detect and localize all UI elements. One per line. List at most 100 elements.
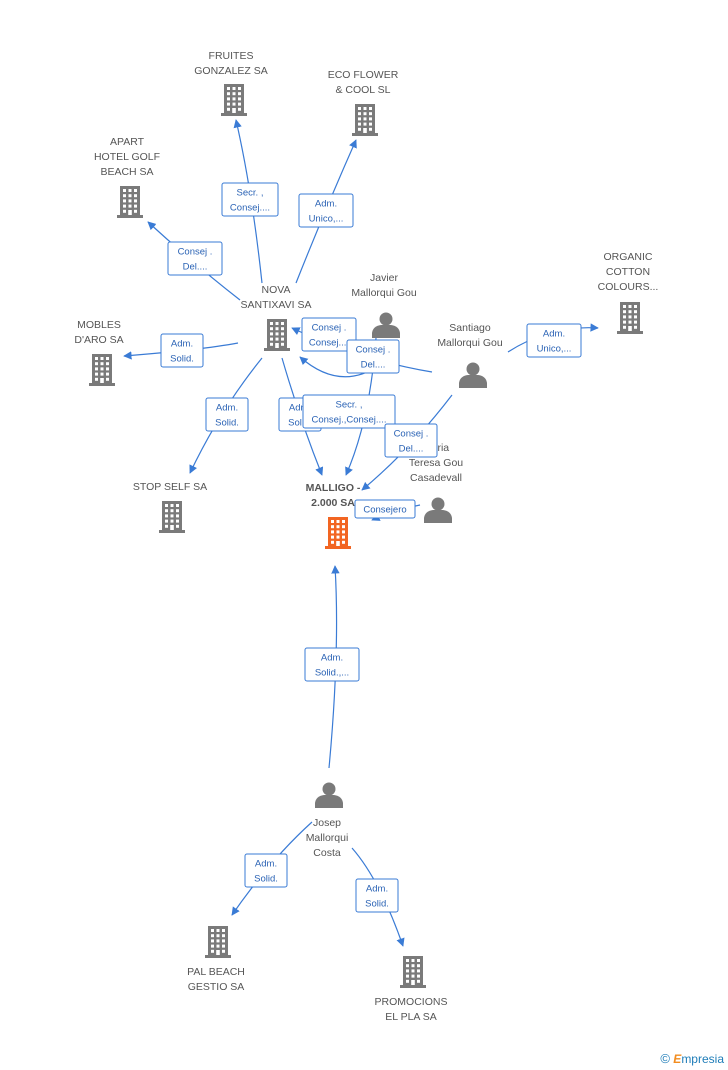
edge-label-text: Consej.... <box>309 338 349 349</box>
edge-label-box <box>304 647 360 682</box>
edge-label-text: Consej . <box>394 429 429 440</box>
node-label: BEACH SA <box>100 166 153 178</box>
edge-label-e13[interactable]: Adm.Solid.,... <box>304 647 360 682</box>
node-label: Mallorqui Gou <box>351 287 417 299</box>
edge-label-box <box>221 182 279 217</box>
edge-label-text: Adm. <box>216 403 238 414</box>
edge-label-box <box>301 317 357 352</box>
edge-label-text: Consej . <box>312 323 347 334</box>
node-fruites[interactable]: FRUITES GONZALEZ SA <box>194 50 268 116</box>
empresia-watermark[interactable]: © Empresia <box>660 1051 724 1066</box>
edge-label-box <box>354 499 416 519</box>
edge-label-text: Adm. <box>171 339 193 350</box>
node-label: NOVA <box>262 284 291 296</box>
edge-label-e12[interactable]: Consejero <box>354 499 416 519</box>
node-label: GESTIO SA <box>188 981 245 993</box>
node-label: HOTEL GOLF <box>94 151 160 163</box>
building-icon[interactable] <box>352 104 378 136</box>
node-mobles[interactable]: MOBLES D'ARO SA <box>74 319 124 386</box>
edge-label-text: Solid. <box>170 354 194 365</box>
node-label: STOP SELF SA <box>133 481 207 493</box>
edge-label-text: Del.... <box>183 262 208 273</box>
person-icon[interactable] <box>459 362 487 389</box>
edge-label-text: Unico,... <box>309 214 344 225</box>
node-pal[interactable]: PAL BEACH GESTIO SA <box>187 926 245 993</box>
edge-label-e5[interactable]: Adm.Solid. <box>205 397 249 432</box>
building-icon[interactable] <box>89 354 115 386</box>
edge-label-text: Adm. <box>255 859 277 870</box>
edge-label-e10[interactable]: Adm.Unico,... <box>526 323 582 358</box>
edge-label-text: Consejero <box>363 505 406 516</box>
building-icon[interactable] <box>617 302 643 334</box>
edge-labels-layer: Secr. ,Consej....Adm.Unico,...Consej .De… <box>160 182 582 913</box>
edge-label-e4[interactable]: Adm. Solid. <box>160 333 204 368</box>
brand-rest: mpresia <box>681 1052 724 1066</box>
edge-label-e11[interactable]: Consej .Del.... <box>384 423 438 458</box>
building-icon[interactable] <box>117 186 143 218</box>
node-apart[interactable]: APART HOTEL GOLF BEACH SA <box>94 136 160 218</box>
edge-label-box <box>167 241 223 276</box>
node-label: COTTON <box>606 266 650 278</box>
building-icon[interactable] <box>205 926 231 958</box>
edge-label-e3[interactable]: Consej .Del.... <box>167 241 223 276</box>
edge-label-box <box>384 423 438 458</box>
edge-label-box <box>355 878 399 913</box>
node-label: & COOL SL <box>335 84 390 96</box>
edge-label-text: Consej . <box>356 345 391 356</box>
edge-label-text: Adm. <box>366 884 388 895</box>
node-label: PROMOCIONS <box>375 996 448 1008</box>
node-stop[interactable]: STOP SELF SA <box>133 481 207 533</box>
building-icon[interactable] <box>400 956 426 988</box>
node-label: MOBLES <box>77 319 121 331</box>
node-label: D'ARO SA <box>74 334 123 346</box>
edge-label-text: Solid. <box>288 418 312 429</box>
main-company-building-icon[interactable] <box>325 517 351 549</box>
node-label: Santiago <box>449 322 491 334</box>
edge-label-e15[interactable]: Adm. Solid. <box>355 878 399 913</box>
edge-label-text: Solid. <box>365 899 389 910</box>
edge-label-e14[interactable]: Adm. Solid. <box>244 853 288 888</box>
node-label: Casadevall <box>410 472 462 484</box>
node-label: PAL BEACH <box>187 966 245 978</box>
edge-label-box <box>526 323 582 358</box>
node-label: MALLIGO - <box>306 482 361 494</box>
edge-label-e9[interactable]: Secr. ,Consej.,Consej.... <box>302 394 396 429</box>
edge-label-text: Solid.,... <box>315 668 349 679</box>
building-icon[interactable] <box>264 319 290 351</box>
building-icon[interactable] <box>159 501 185 533</box>
node-label: Javier <box>370 272 399 284</box>
node-label: Teresa Gou <box>409 457 463 469</box>
building-icon[interactable] <box>221 84 247 116</box>
edge-label-text: Solid. <box>254 874 278 885</box>
edge-label-box <box>244 853 288 888</box>
nodes-layer: FRUITES GONZALEZ SA ECO FLOWER & COOL SL APA… <box>74 50 658 1023</box>
node-label: FRUITES <box>209 50 254 62</box>
node-promo[interactable]: PROMOCIONS EL PLA SA <box>375 956 448 1023</box>
node-organic[interactable]: ORGANICCOTTONCOLOURS... <box>598 251 659 334</box>
edge-label-e7[interactable]: Consej . Consej.... <box>301 317 357 352</box>
edge-label-box <box>298 193 354 228</box>
edge-label-e2[interactable]: Adm. Unico,... <box>298 193 354 228</box>
person-icon[interactable] <box>372 312 400 339</box>
node-label: Mallorqui Gou <box>437 337 503 349</box>
edge-label-e1[interactable]: Secr. ,Consej.... <box>221 182 279 217</box>
edge-label-text: Adm. <box>315 199 337 210</box>
node-label: EL PLA SA <box>385 1011 437 1023</box>
person-icon[interactable] <box>424 497 452 524</box>
edge-label-box <box>346 339 400 374</box>
node-label: COLOURS... <box>598 281 659 293</box>
node-label: APART <box>110 136 145 148</box>
node-label: ECO FLOWER <box>328 69 399 81</box>
brand-initial: E <box>673 1052 682 1066</box>
edge-label-e8[interactable]: Consej .Del.... <box>346 339 400 374</box>
node-label: GONZALEZ SA <box>194 65 268 77</box>
person-icon[interactable] <box>315 782 343 809</box>
node-eco[interactable]: ECO FLOWER & COOL SL <box>328 69 399 136</box>
edge-label-box <box>160 333 204 368</box>
node-malligo[interactable]: MALLIGO -2.000 SA <box>306 482 361 549</box>
